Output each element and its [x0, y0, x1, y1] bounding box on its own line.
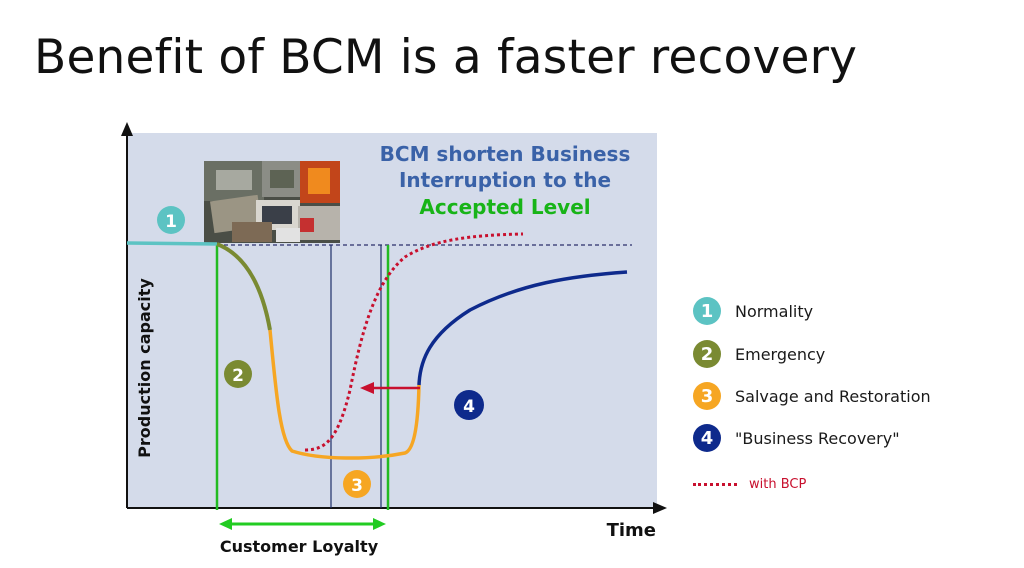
- headline-line3: Accepted Level: [419, 195, 590, 219]
- phase-marker-1: 1: [157, 206, 185, 234]
- slide-title: Benefit of BCM is a faster recovery: [34, 30, 858, 85]
- legend-item-emergency: 2 Emergency: [693, 339, 825, 369]
- bcp-dotted-line-icon: [693, 483, 737, 486]
- phase-marker-4: 4: [454, 390, 484, 420]
- bcp-curve: [304, 232, 524, 452]
- headline-line1: BCM shorten Business: [380, 142, 631, 166]
- y-axis-label: Production capacity: [135, 278, 154, 458]
- x-axis-label: Time: [607, 520, 656, 541]
- legend-badge-3: 3: [693, 382, 721, 410]
- legend-badge-1: 1: [693, 297, 721, 325]
- phase-marker-3: 3: [343, 470, 371, 498]
- svg-text:2: 2: [232, 366, 244, 386]
- legend-badge-4: 4: [693, 424, 721, 452]
- legend-label-bcp: with BCP: [749, 477, 807, 492]
- legend-label-business-recovery: "Business Recovery": [735, 428, 900, 448]
- customer-loyalty-arrow-left: [219, 518, 232, 530]
- headline-line2: Interruption to the: [399, 168, 611, 192]
- emergency-curve: [216, 242, 272, 331]
- legend-badge-2: 2: [693, 340, 721, 368]
- x-axis-arrow: [653, 502, 667, 514]
- legend-item-normality: 1 Normality: [693, 296, 813, 326]
- y-axis-arrow: [121, 122, 133, 136]
- legend-item-salvage: 3 Salvage and Restoration: [693, 381, 931, 411]
- phase-marker-2: 2: [224, 360, 252, 388]
- normality-curve: [126, 241, 218, 246]
- svg-text:3: 3: [351, 476, 363, 496]
- legend-label-salvage: Salvage and Restoration: [735, 386, 931, 406]
- legend-label-emergency: Emergency: [735, 344, 826, 364]
- customer-loyalty-arrow-right: [373, 518, 386, 530]
- legend-label-normality: Normality: [735, 301, 814, 321]
- business-recovery-curve: [417, 270, 628, 386]
- svg-text:1: 1: [165, 212, 177, 232]
- customer-loyalty-label: Customer Loyalty: [220, 537, 379, 556]
- faster-recovery-arrowhead: [360, 382, 374, 394]
- legend-item-bcp: with BCP: [693, 477, 806, 492]
- salvage-curve: [268, 329, 421, 460]
- svg-text:4: 4: [463, 397, 475, 417]
- disaster-photo-collage: [204, 161, 340, 243]
- legend-item-business-recovery: 4 "Business Recovery": [693, 423, 900, 453]
